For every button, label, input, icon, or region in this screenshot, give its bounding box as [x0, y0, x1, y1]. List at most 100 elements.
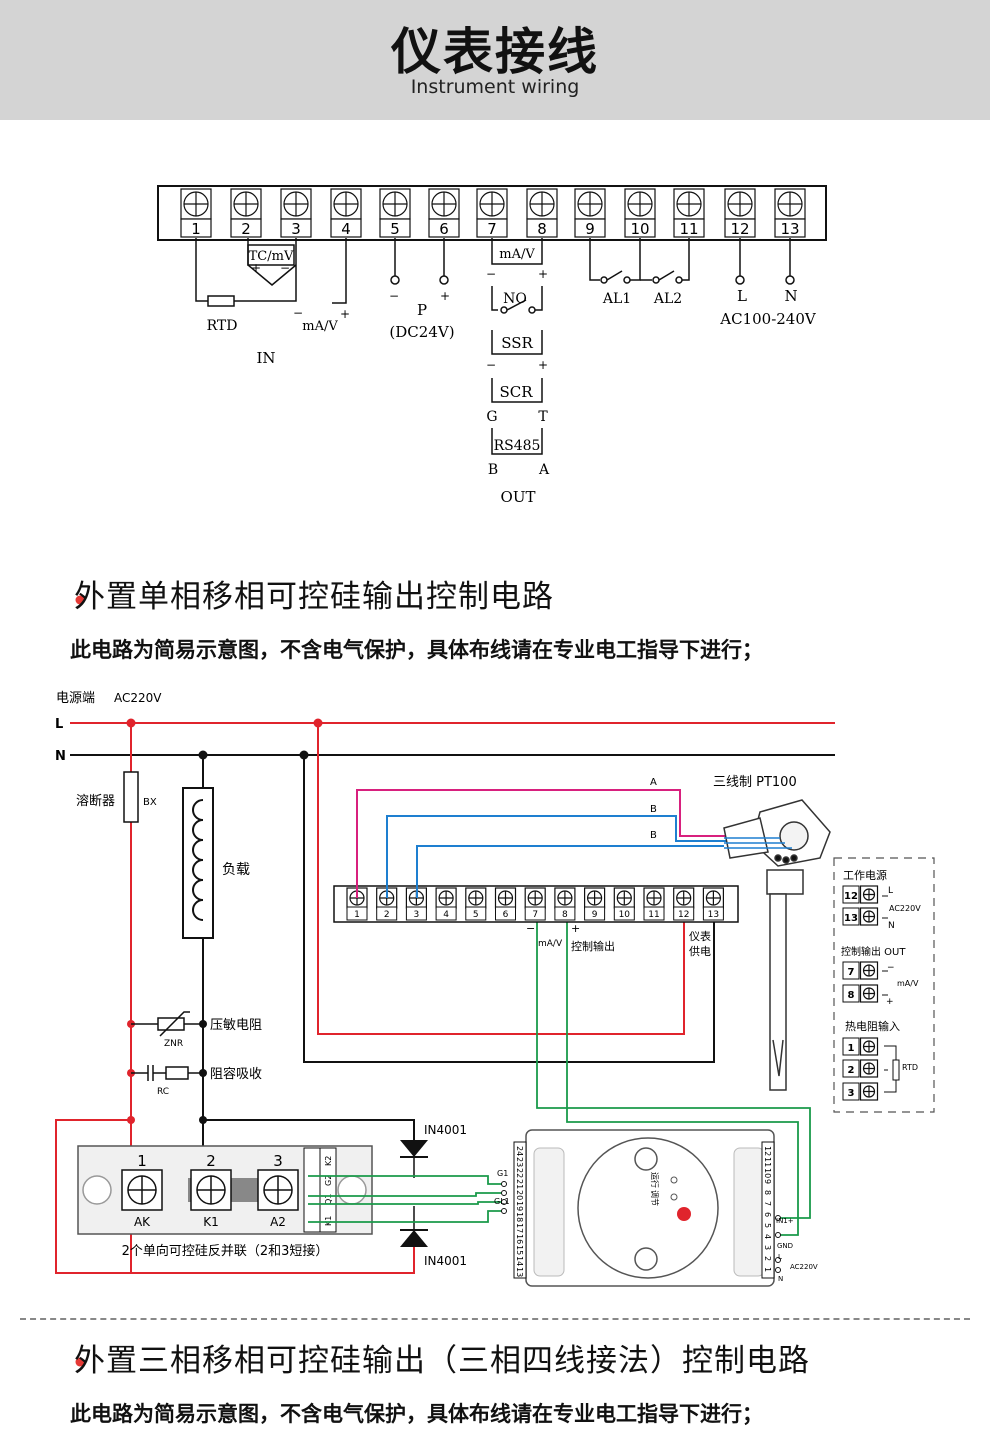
terminal-number: 6: [439, 220, 449, 238]
screw-terminal: [613, 887, 635, 909]
trigger-g1: G1: [497, 1169, 508, 1178]
legend-terminal: 2: [842, 1059, 879, 1078]
mid-out-minus: −: [526, 922, 535, 935]
fuse-code: BX: [143, 797, 157, 808]
scr-side-q1: Q1: [324, 1194, 333, 1205]
meter-terminal-number: 1: [354, 910, 360, 920]
green-trigger-wires: [308, 1175, 504, 1223]
out-plus: +: [538, 267, 548, 281]
scr-num-1: 1: [137, 1152, 147, 1170]
trigger-right-number: 9: [763, 1179, 772, 1184]
n-bus-label: N: [55, 749, 66, 764]
out-minus: −: [486, 267, 496, 281]
scr-side-k2: K2: [324, 1156, 333, 1166]
trigger-n: N: [778, 1275, 783, 1283]
screw-terminal: [428, 188, 460, 220]
section2-note: 此电路为简易示意图，不含电气保护，具体布线请在专业电工指导下进行；: [70, 1402, 763, 1426]
scr-term-k1: K1: [203, 1215, 219, 1229]
legend-terminal: 12: [842, 885, 879, 904]
meter-terminal-number: 8: [562, 910, 568, 920]
screw-terminal: [230, 188, 262, 220]
trigger-lbl-run: 运行: [650, 1172, 660, 1188]
legend-ctrl-out: 控制输出 OUT: [841, 945, 906, 958]
out-rs485: RS485: [494, 438, 541, 454]
trigger-right-number: 10: [763, 1168, 772, 1178]
section1-bullet: [75, 595, 85, 605]
screw-terminal: [583, 887, 606, 909]
screw-terminal: [859, 907, 879, 926]
trigger-right-number: 7: [763, 1201, 772, 1206]
diode-top-label: IN4001: [424, 1123, 467, 1137]
mid-meter-power-2: 供电: [689, 944, 711, 958]
znr-label: ZNR: [164, 1039, 183, 1049]
terminal-number: 9: [585, 220, 595, 238]
trigger-board: [513, 1129, 775, 1287]
section2-bullet: [75, 1357, 85, 1367]
trigger-in1: IN1+: [776, 1217, 794, 1225]
legend-terminal-number: 12: [844, 891, 858, 902]
screw-terminal: [859, 984, 879, 1003]
screw-terminal: [673, 887, 695, 909]
al1-label: AL1: [602, 291, 631, 307]
out-no: NO: [503, 291, 527, 307]
mid-out-plus: +: [571, 922, 580, 935]
screw-terminal: [702, 887, 725, 909]
ssr-plus: +: [538, 358, 548, 372]
p-plus: +: [440, 289, 450, 303]
terminal-number: 7: [487, 220, 497, 238]
meter-terminal-number: 5: [473, 910, 479, 920]
varistor-label: 压敏电阻: [210, 1018, 262, 1033]
scr-num-3: 3: [273, 1152, 283, 1170]
out-ma-v: mA/V: [499, 247, 535, 262]
out-scr: SCR: [499, 383, 533, 401]
screw-terminal: [524, 887, 546, 909]
out-ssr: SSR: [501, 334, 533, 352]
screw-terminal: [673, 188, 705, 220]
scr-num-2: 2: [206, 1152, 216, 1170]
screw-terminal: [724, 188, 756, 220]
legend-terminal-number: 8: [848, 990, 855, 1001]
diode-top: [400, 1140, 428, 1178]
screw-terminal: [554, 887, 576, 909]
screw-terminal: [624, 188, 656, 220]
trigger-left-number: 24: [515, 1146, 524, 1156]
legend-terminal: 8: [842, 984, 879, 1003]
section1-title: 外置单相移相可控硅输出控制电路: [74, 579, 554, 615]
p-minus: −: [389, 289, 399, 303]
scr-t: T: [538, 409, 548, 425]
terminal-number: 12: [730, 220, 749, 238]
trigger-left-number: 16: [515, 1234, 524, 1244]
trigger-left-number: 17: [515, 1223, 524, 1233]
screw-terminal: [476, 188, 508, 220]
tc-plus: +: [251, 261, 261, 275]
screw-terminal: [494, 887, 517, 909]
legend-terminal: 1: [842, 1037, 879, 1056]
trigger-right-number: 1: [763, 1267, 772, 1272]
mid-control-out: 控制输出: [571, 939, 615, 953]
screw-terminal: [859, 961, 879, 980]
terminal-number: 8: [537, 220, 547, 238]
pt100-label: 三线制 PT100: [713, 775, 797, 790]
scr-side-g2: G2: [324, 1175, 333, 1186]
power-l: L: [737, 287, 747, 305]
pt100-wires: [356, 789, 728, 898]
in-group-label: IN: [256, 349, 275, 367]
power-n: N: [784, 287, 797, 305]
section2-title: 外置三相移相可控硅输出（三相四线接法）控制电路: [74, 1343, 810, 1379]
legend-l: L: [888, 886, 893, 896]
trigger-left-number: 18: [515, 1212, 524, 1222]
screw-terminal: [379, 188, 411, 220]
trigger-right-number: 11: [763, 1157, 772, 1167]
trigger-left-number: 20: [515, 1190, 524, 1200]
legend-ac: AC220V: [889, 904, 921, 913]
power-output-wiring: [390, 238, 449, 285]
diode-bottom: [400, 1206, 428, 1247]
meter-terminal-number: 9: [592, 910, 598, 920]
power-range: AC100-240V: [719, 310, 817, 328]
screw-terminal: [330, 188, 362, 220]
trigger-l: L: [778, 1253, 782, 1261]
meter-terminal-number: 2: [384, 910, 390, 920]
legend-terminal-number: 1: [848, 1043, 855, 1054]
legend-n: N: [888, 921, 895, 931]
